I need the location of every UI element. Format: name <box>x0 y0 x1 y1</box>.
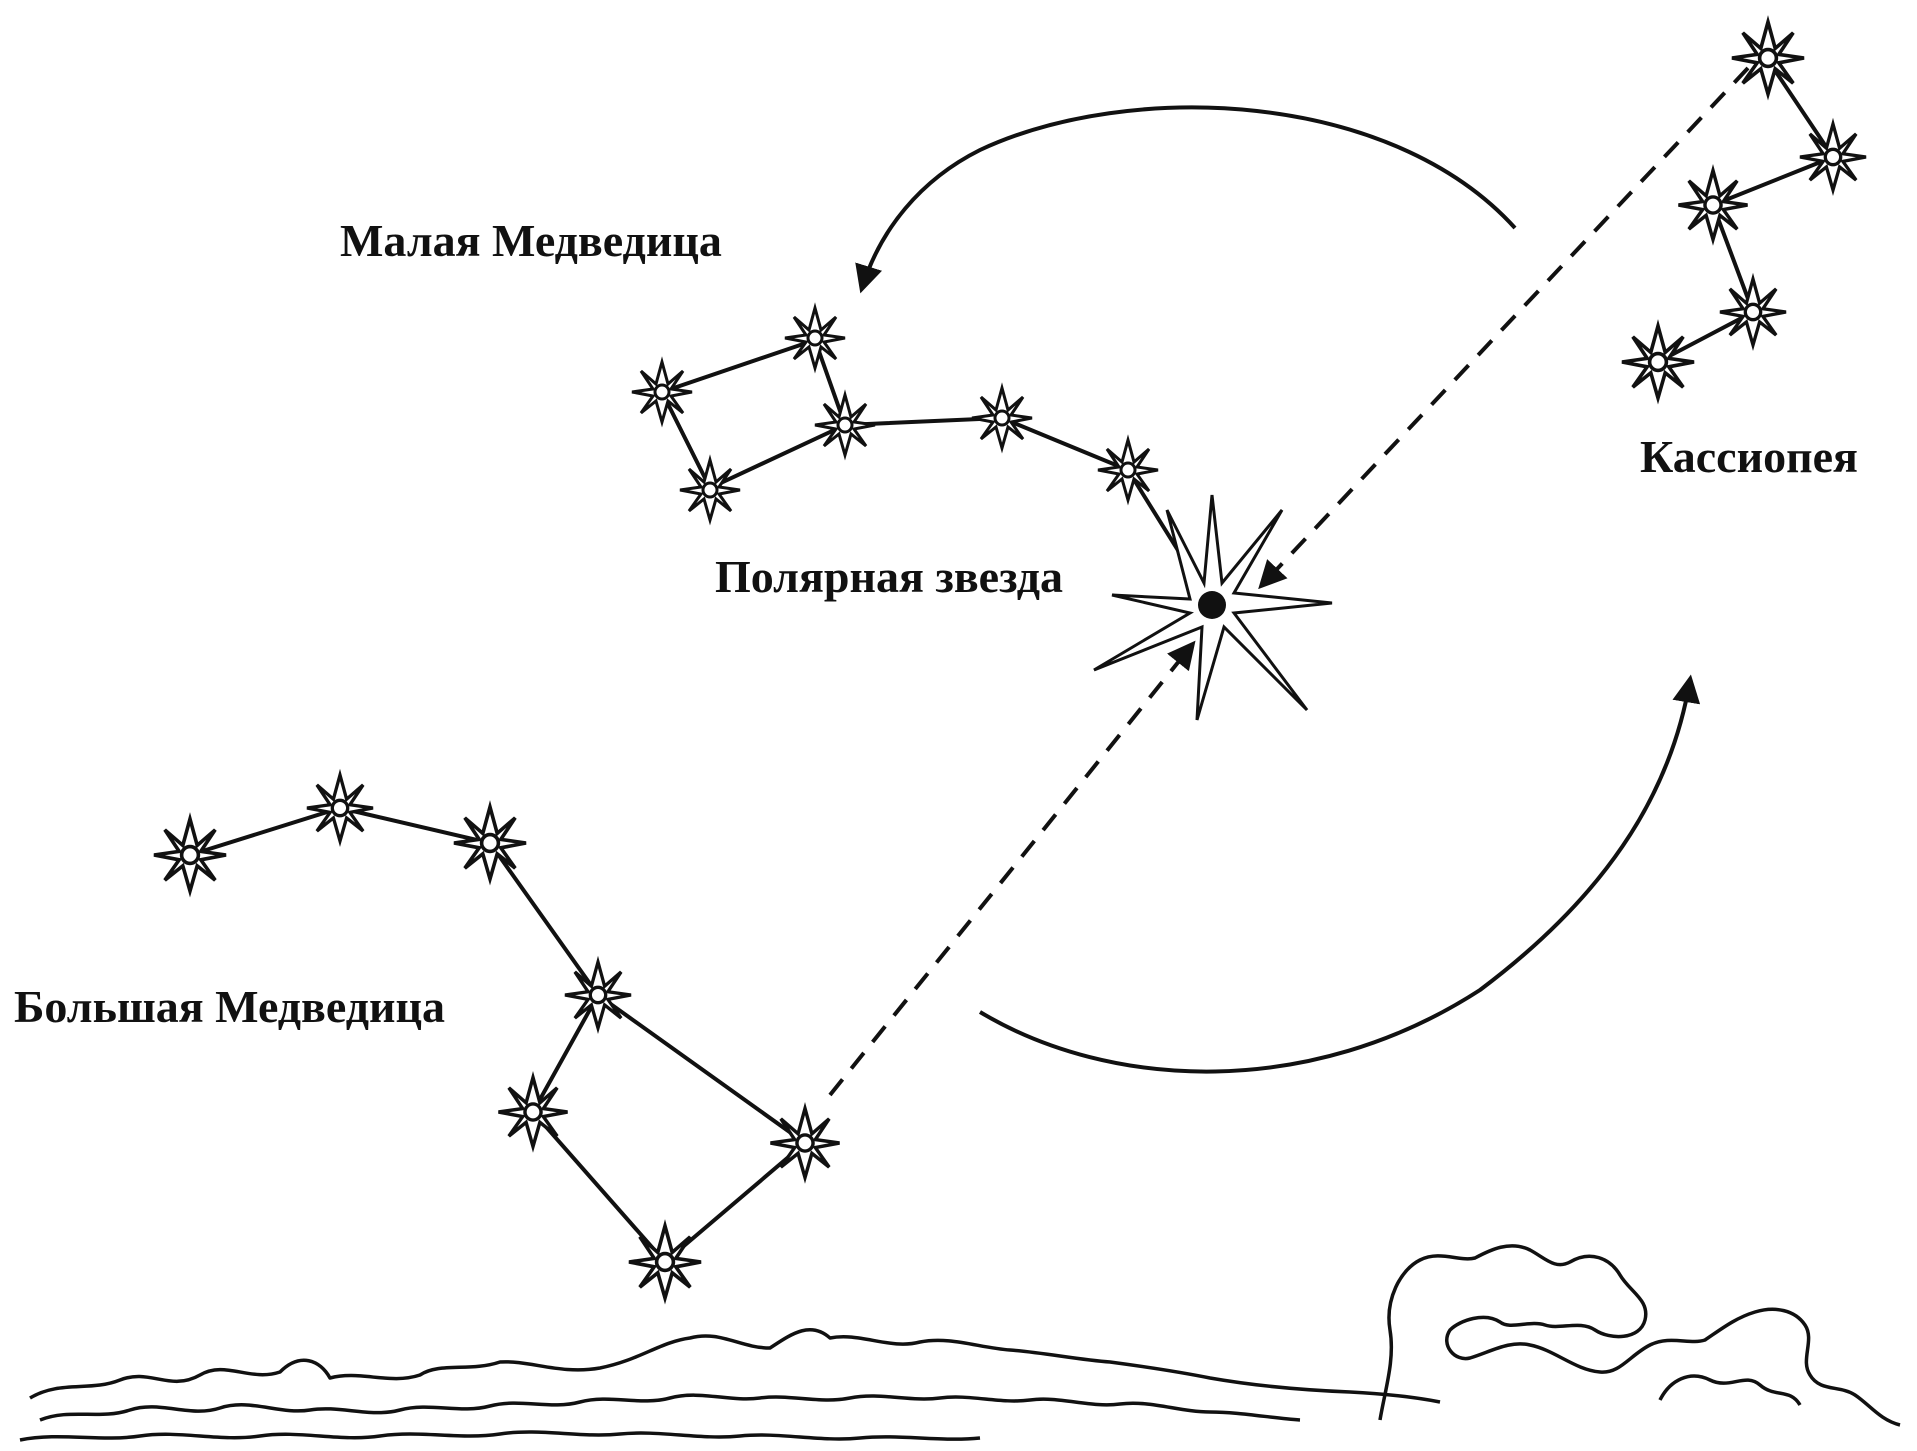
lower-rotation-arc <box>980 680 1690 1072</box>
ground-horizon <box>20 1246 1900 1440</box>
cassiopeia-star-4 <box>1720 279 1786 345</box>
ursa-major-label: Большая Медведица <box>14 981 445 1032</box>
ursa-major-star-4 <box>565 962 631 1028</box>
cassiopeia-star-2 <box>1800 124 1866 190</box>
polaris-label: Полярная звезда <box>715 551 1063 602</box>
ursa-minor-star-5 <box>972 388 1032 448</box>
cassiopeia-constellation <box>1622 22 1866 398</box>
ursa-major-star-2 <box>307 775 373 841</box>
ursa-major-constellation <box>154 775 840 1298</box>
ursa-major-star-5 <box>499 1078 568 1147</box>
cassiopeia-label: Кассиопея <box>1640 431 1858 482</box>
horizon-line-upper <box>30 1330 1440 1402</box>
ursa-major-star-1 <box>154 819 226 891</box>
ursa-major-star-3 <box>454 807 526 879</box>
cassiopeia-star-3 <box>1679 171 1748 240</box>
ursa-minor-star-6 <box>1098 440 1158 500</box>
ursa-major-star-7 <box>771 1109 840 1178</box>
ursa-minor-star-2 <box>785 308 845 368</box>
treeline-right <box>1380 1246 1900 1425</box>
ursa-major-star-6 <box>629 1226 701 1298</box>
cassiopeia-pointer-line <box>1262 68 1748 585</box>
ursa-minor-label: Малая Медведица <box>340 215 722 266</box>
horizon-line-bottom <box>20 1432 980 1440</box>
ursa-minor-star-4 <box>680 460 740 520</box>
ursa-minor-star-3 <box>815 395 875 455</box>
polaris-star <box>1094 495 1332 720</box>
cassiopeia-star-1 <box>1732 22 1804 94</box>
cassiopeia-star-5 <box>1622 326 1694 398</box>
upper-rotation-arc <box>862 107 1515 288</box>
ursa-minor-star-1 <box>632 362 692 422</box>
horizon-line-lower <box>40 1395 1300 1420</box>
treeline-right-inner <box>1660 1376 1800 1405</box>
